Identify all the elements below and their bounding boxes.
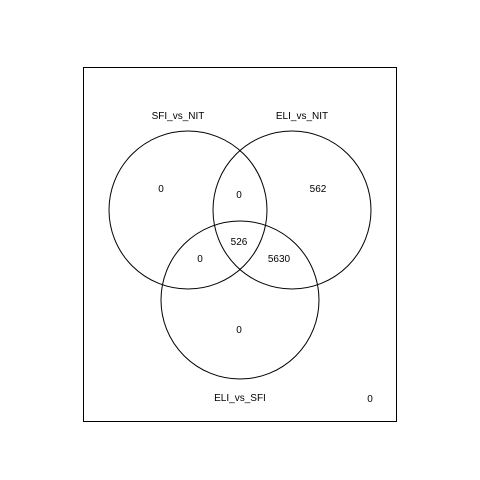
count-sfi-and-eli-sfi: 0	[197, 254, 203, 265]
set-label-sfi-vs-nit: SFI_vs_NIT	[152, 111, 205, 122]
count-outside: 0	[367, 394, 373, 405]
count-sfi-only: 0	[158, 184, 164, 195]
count-eli-nit-only: 562	[310, 184, 327, 195]
circle-sfi-vs-nit	[108, 130, 268, 290]
count-sfi-and-eli-nit: 0	[236, 190, 242, 201]
plot-frame	[83, 67, 397, 422]
count-eli-nit-and-eli-sfi: 5630	[268, 254, 291, 265]
circle-eli-vs-nit	[212, 130, 372, 290]
set-label-eli-vs-nit: ELI_vs_NIT	[276, 111, 328, 122]
count-eli-sfi-only: 0	[236, 325, 242, 336]
circle-eli-vs-sfi	[160, 220, 320, 380]
count-all-three: 526	[231, 237, 248, 248]
set-label-eli-vs-sfi: ELI_vs_SFI	[214, 393, 266, 404]
